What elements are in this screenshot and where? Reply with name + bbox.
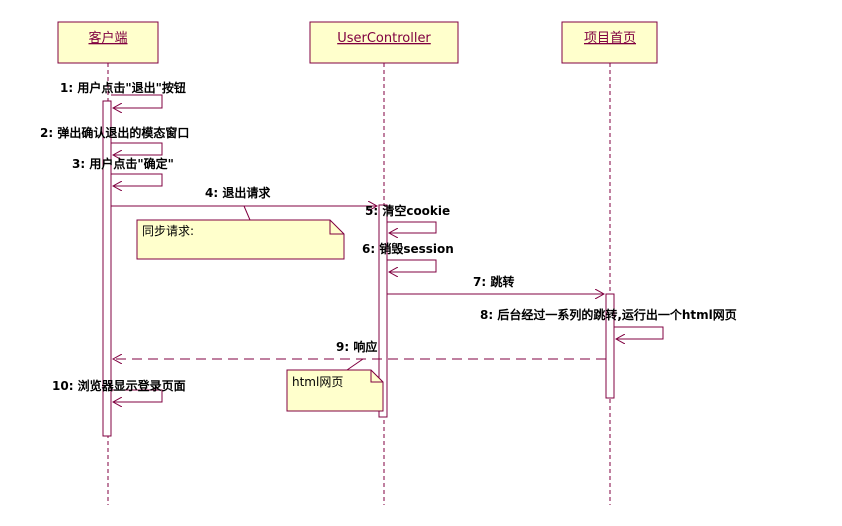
message-2-arrow xyxy=(111,142,163,155)
activation-controller xyxy=(378,204,388,418)
message-6-label: 6: 销毁session xyxy=(362,241,454,256)
lifeline-label-client: 客户端 xyxy=(88,30,127,46)
message-5-label: 5: 清空cookie xyxy=(365,203,450,218)
message-1-arrow xyxy=(111,94,163,108)
message-9-label: 9: 响应 xyxy=(336,339,377,354)
lifeline-label-controller: UserController xyxy=(337,31,431,46)
message-8-label: 8: 后台经过一系列的跳转,运行出一个html网页 xyxy=(480,307,737,322)
message-7-label: 7: 跳转 xyxy=(473,274,514,289)
lifeline-head-controller[interactable]: UserController xyxy=(309,21,459,64)
activation-client xyxy=(102,100,112,437)
message-4-label: 4: 退出请求 xyxy=(205,185,271,200)
message-6-arrow xyxy=(387,259,437,272)
lifeline-head-client[interactable]: 客户端 xyxy=(57,21,159,64)
message-5-arrow xyxy=(387,221,437,233)
note-html-page: html网页 xyxy=(286,358,384,412)
message-8-arrow xyxy=(614,326,664,339)
message-3-label: 3: 用户点击"确定" xyxy=(72,156,174,171)
lifeline-head-home[interactable]: 项目首页 xyxy=(561,21,658,64)
message-10-label: 10: 浏览器显示登录页面 xyxy=(52,378,186,393)
lifeline-label-home: 项目首页 xyxy=(584,31,636,46)
note-sync-request: 同步请求: xyxy=(136,205,345,260)
note-sync-request-text: 同步请求: xyxy=(142,224,194,238)
message-3-arrow xyxy=(111,173,163,186)
message-1-label: 1: 用户点击"退出"按钮 xyxy=(60,80,186,95)
message-2-label: 2: 弹出确认退出的模态窗口 xyxy=(40,125,189,140)
activation-home xyxy=(605,293,615,399)
note-html-page-text: html网页 xyxy=(292,375,343,389)
message-10-arrow xyxy=(111,389,163,402)
